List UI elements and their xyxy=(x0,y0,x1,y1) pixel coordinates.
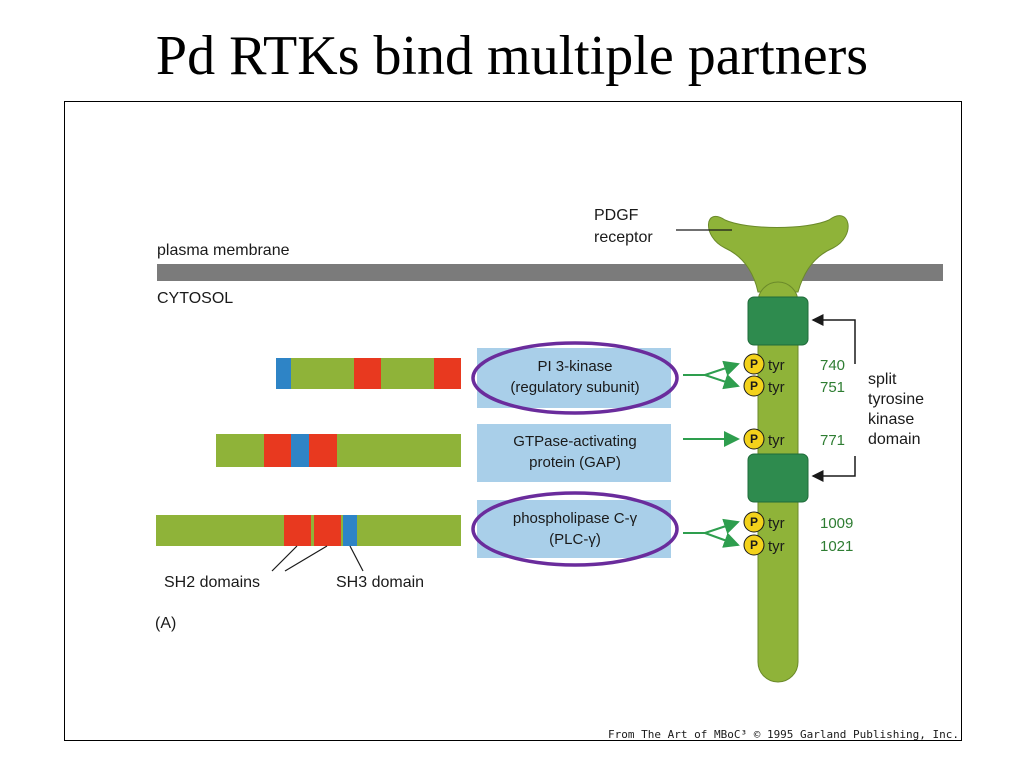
cytosol-label: CYTOSOL xyxy=(157,290,233,307)
partner-label-2: protein (GAP) xyxy=(529,454,621,471)
sh2-leader-2 xyxy=(284,545,328,572)
phospho-site-751: P tyr 751 xyxy=(743,375,845,397)
partner-label-2: (regulatory subunit) xyxy=(510,379,639,396)
sh2-domains-label: SH2 domains xyxy=(164,574,260,591)
partner-box xyxy=(477,348,671,408)
sh3-domain-label: SH3 domain xyxy=(336,574,424,591)
phospho-site-1009: P tyr 1009 xyxy=(743,511,853,533)
sh3-leader xyxy=(349,545,364,572)
sh3-domain xyxy=(343,515,357,546)
sh2-domain xyxy=(264,434,291,467)
phospho-icon xyxy=(743,375,765,397)
sh3-domain xyxy=(291,434,309,467)
pdgf-receptor-figure: plasma membrane CYTOSOL PDGF receptor sp… xyxy=(64,101,962,741)
site-number: 771 xyxy=(820,432,845,449)
site-number: 1009 xyxy=(820,515,853,532)
arrow-plc-1009 xyxy=(704,518,740,535)
highlight-circle xyxy=(471,341,679,415)
phospho-label: P xyxy=(750,515,758,529)
site-number: 751 xyxy=(820,379,845,396)
bracket-lower xyxy=(843,456,856,477)
sh3-domain xyxy=(276,358,291,389)
phospho-icon xyxy=(743,428,765,450)
tyr-label: tyr xyxy=(768,357,785,374)
protein-bar-pi3k xyxy=(276,358,461,389)
plasma-membrane xyxy=(157,264,943,281)
arrow-plc-1021 xyxy=(704,532,740,548)
kinase-domain-upper xyxy=(747,296,809,346)
split-domain-label-3: kinase xyxy=(868,411,914,428)
partner-label-2: (PLC-γ) xyxy=(549,531,601,548)
protein-backbone xyxy=(216,434,461,467)
highlight-circle xyxy=(471,491,679,567)
partner-plc-gamma: phospholipase C-γ (PLC-γ) xyxy=(471,491,679,567)
phospho-icon xyxy=(743,353,765,375)
phospho-site-771: P tyr 771 xyxy=(743,428,845,450)
site-number: 740 xyxy=(820,357,845,374)
bracket-upper xyxy=(843,319,856,364)
panel-label: (A) xyxy=(155,615,176,632)
phospho-label: P xyxy=(750,357,758,371)
partner-label-1: PI 3-kinase xyxy=(537,358,612,375)
plasma-membrane-label: plasma membrane xyxy=(157,242,290,259)
phospho-icon xyxy=(743,534,765,556)
phospho-label: P xyxy=(750,538,758,552)
phospho-label: P xyxy=(750,432,758,446)
arrow-pi3k-751 xyxy=(704,373,740,390)
kinase-domain-lower xyxy=(747,453,809,503)
arrow-pi3k-740 xyxy=(704,360,740,377)
sh2-domain xyxy=(309,434,337,467)
phospho-icon xyxy=(743,511,765,533)
sh2-leader-1 xyxy=(271,545,298,572)
partner-box xyxy=(477,424,671,482)
partner-label-1: phospholipase C-γ xyxy=(513,510,638,527)
pdgf-receptor-label-1: PDGF xyxy=(594,207,639,224)
tyr-label: tyr xyxy=(768,515,785,532)
phospho-site-740: P tyr 740 xyxy=(743,353,845,375)
pdgf-receptor-label-2: receptor xyxy=(594,229,653,246)
sh2-domain xyxy=(434,358,461,389)
protein-bar-plc xyxy=(156,515,461,546)
partner-box xyxy=(477,500,671,558)
partner-gap: GTPase-activating protein (GAP) xyxy=(477,424,671,482)
site-number: 1021 xyxy=(820,538,853,555)
partner-label-1: GTPase-activating xyxy=(513,433,636,450)
split-domain-label-2: tyrosine xyxy=(868,391,924,408)
tyr-label: tyr xyxy=(768,538,785,555)
phospho-label: P xyxy=(750,379,758,393)
split-domain-label-4: domain xyxy=(868,431,920,448)
tyr-label: tyr xyxy=(768,379,785,396)
credit-line: From The Art of MBoC³ © 1995 Garland Pub… xyxy=(608,728,959,741)
protein-bar-gap xyxy=(216,434,461,467)
phospho-site-1021: P tyr 1021 xyxy=(743,534,853,556)
diagram-canvas: plasma membrane CYTOSOL PDGF receptor sp… xyxy=(155,207,959,741)
sh2-domain xyxy=(314,515,341,546)
sh2-domain xyxy=(284,515,311,546)
partner-pi3-kinase: PI 3-kinase (regulatory subunit) xyxy=(471,341,679,415)
slide-title: Pd RTKs bind multiple partners xyxy=(155,25,869,87)
split-domain-label-1: split xyxy=(868,371,897,388)
sh2-domain xyxy=(354,358,381,389)
pdgf-receptor-extracellular xyxy=(708,215,849,293)
tyr-label: tyr xyxy=(768,432,785,449)
